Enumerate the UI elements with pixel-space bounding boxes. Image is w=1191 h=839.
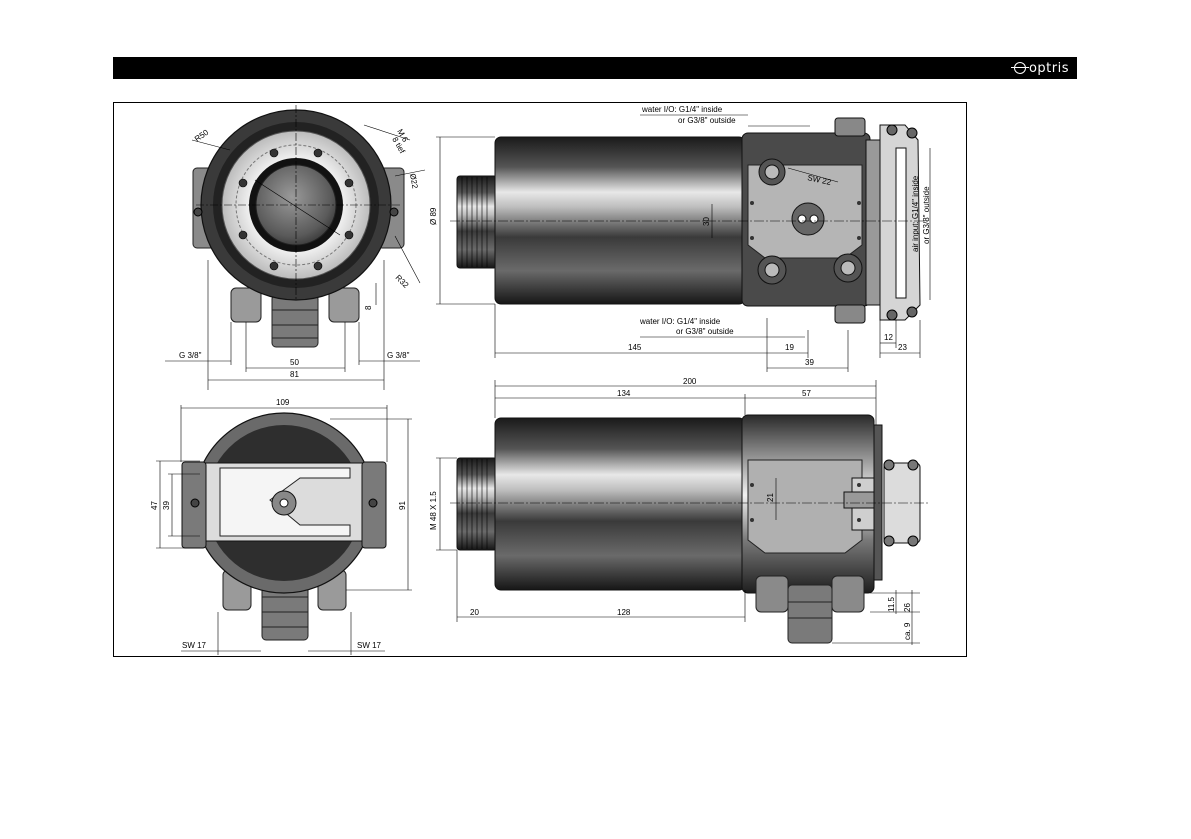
dim-50: 50 [290,358,299,367]
dim-20: 20 [470,608,479,617]
dim-81: 81 [290,370,299,379]
dim-19: 19 [785,343,794,352]
dim-57: 57 [802,389,811,398]
dim-sw17-right: SW 17 [357,641,382,650]
dim-phi89: Ø 89 [429,207,438,225]
dim-r32: R32 [394,273,411,290]
dim-30: 30 [702,217,711,226]
dim-26: 26 [903,603,912,612]
dim-39: 39 [805,358,814,367]
note-air-2: or G3/8" outside [922,186,931,244]
note-water-bot-2: or G3/8" outside [676,327,734,336]
note-air-1: air input: G1/4" inside [911,175,920,252]
dim-m48: M 48 X 1.5 [429,491,438,530]
note-water-top-1: water I/O: G1/4" inside [641,105,723,114]
dim-200: 200 [683,377,697,386]
note-water-bot-1: water I/O: G1/4" inside [639,317,721,326]
dim-ca9: ca. 9 [903,622,912,640]
dim-109: 109 [276,398,290,407]
rear-view [156,405,412,655]
dim-91: 91 [398,501,407,510]
front-view [165,105,425,390]
dim-128: 128 [617,608,631,617]
dim-145: 145 [628,343,642,352]
dim-23: 23 [898,343,907,352]
dim-39-rear: 39 [162,501,171,510]
dim-134: 134 [617,389,631,398]
dim-47: 47 [150,501,159,510]
dim-8: 8 [364,305,373,310]
dim-r50: R50 [193,128,211,144]
side-view-bottom [436,380,930,645]
dim-12: 12 [884,333,893,342]
dim-sw17-left: SW 17 [182,641,207,650]
dim-g-left: G 3/8" [179,351,202,360]
dim-11-5: 11.5 [887,596,896,612]
note-water-top-2: or G3/8" outside [678,116,736,125]
dim-21: 21 [766,493,775,502]
dim-phi22: Ø22 [408,173,420,190]
dim-g-right: G 3/8" [387,351,410,360]
